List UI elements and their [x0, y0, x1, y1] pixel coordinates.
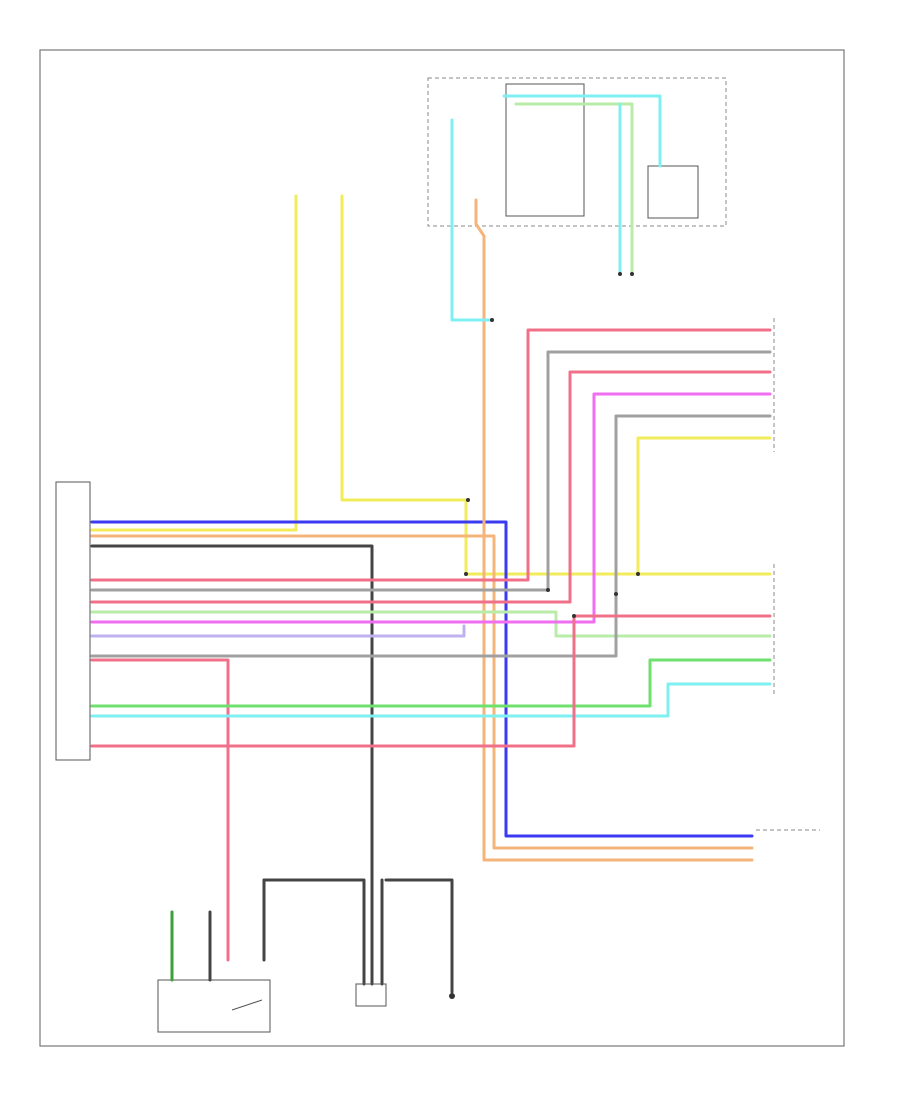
junction-node: [464, 572, 468, 576]
relay-block-outline: [427, 77, 727, 227]
wire-light-green: [90, 610, 772, 638]
wire-dark-bottom-3: [384, 878, 454, 994]
bottom-connector-box: [355, 983, 387, 1007]
ground-icon: [449, 993, 455, 999]
wire-pink-1: [90, 328, 772, 582]
junction-node: [618, 272, 622, 276]
wires-group: [90, 94, 772, 994]
control-module-box: [55, 481, 91, 761]
wire-green: [90, 658, 772, 708]
wire-yellow-center: [340, 194, 772, 576]
nodes-group: [464, 272, 640, 618]
wire-cyan-relay: [502, 94, 662, 168]
junction-node: [546, 588, 550, 592]
wire-blue: [90, 520, 754, 838]
relay-2-box: [647, 165, 699, 219]
wire-dark-bottom-4: [262, 878, 366, 986]
wire-yellow-right: [636, 436, 772, 576]
relay-1-box: [505, 83, 585, 217]
wire-gray-2: [90, 350, 772, 592]
junction-node: [466, 498, 470, 502]
wire-light-green-relay: [514, 102, 634, 276]
junction-node: [490, 318, 494, 322]
wire-lavender: [90, 624, 466, 638]
wire-gray: [90, 544, 374, 986]
wire-magenta: [90, 392, 772, 624]
junction-node: [636, 572, 640, 576]
junction-node: [614, 592, 618, 596]
wire-cyan: [90, 682, 772, 718]
wire-pink-4: [90, 614, 772, 748]
wire-orange-2: [474, 198, 754, 862]
wire-yellow-left: [90, 194, 298, 532]
wire-cyan-top: [450, 118, 494, 322]
bottom-switch-box: [157, 979, 271, 1033]
wire-orange-1: [90, 534, 754, 850]
diagram-frame: [39, 49, 845, 1047]
wire-gray-3: [90, 414, 772, 658]
switch-contact: [231, 999, 263, 1011]
junction-node: [630, 272, 634, 276]
wire-pink-3: [90, 658, 230, 962]
wire-pink-2: [90, 370, 772, 604]
junction-node: [572, 614, 576, 618]
